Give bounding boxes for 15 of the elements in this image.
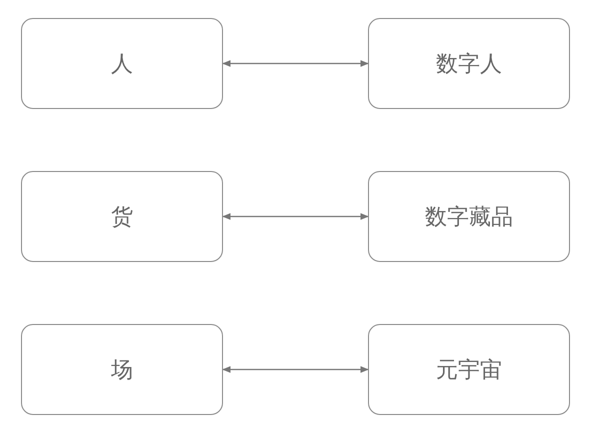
rounded-box (368, 324, 570, 415)
box-label: 数字藏品 (425, 204, 513, 232)
box-label: 场 (111, 356, 133, 384)
double-arrow (222, 213, 369, 220)
box-label: 货 (111, 204, 133, 232)
rounded-box (21, 171, 223, 262)
rounded-box (368, 18, 570, 109)
rounded-box (21, 324, 223, 415)
box-label: 数字人 (436, 50, 502, 78)
rounded-box (21, 18, 223, 109)
double-arrow (222, 366, 369, 373)
double-arrow (222, 60, 369, 67)
rounded-box (368, 171, 570, 262)
box-label: 元宇宙 (436, 356, 502, 384)
box-label: 人 (111, 50, 133, 78)
